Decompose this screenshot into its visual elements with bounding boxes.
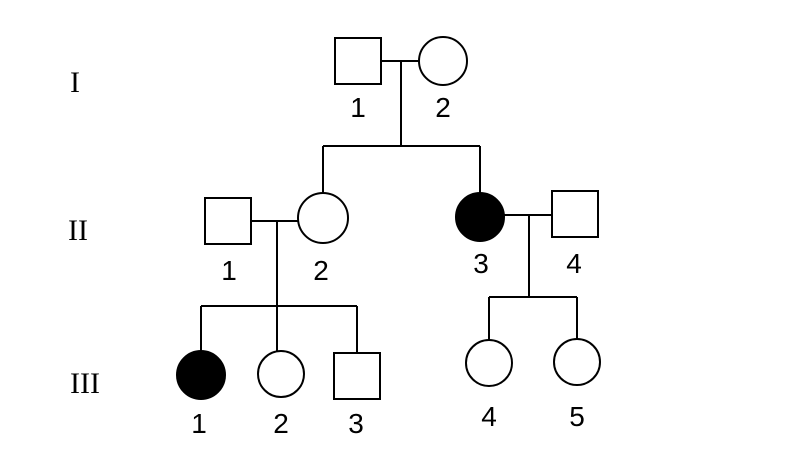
female-symbol-II-3 xyxy=(455,192,505,242)
individual-number-III-2: 2 xyxy=(273,408,289,439)
male-symbol-III-3 xyxy=(333,352,381,400)
individual-number-II-3: 3 xyxy=(473,248,489,279)
female-symbol-III-2 xyxy=(257,350,305,398)
female-symbol-III-1 xyxy=(176,350,226,400)
individual-number-II-2: 2 xyxy=(313,255,329,286)
female-symbol-III-5 xyxy=(553,338,601,386)
generation-label-I: I xyxy=(70,66,80,99)
individual-number-III-5: 5 xyxy=(569,401,585,432)
pedigree-lines xyxy=(200,60,578,353)
male-symbol-II-4 xyxy=(551,190,599,238)
individual-number-III-4: 4 xyxy=(481,401,497,432)
individual-number-III-1: 1 xyxy=(191,408,207,439)
individual-shapes xyxy=(176,36,601,400)
individual-number-II-1: 1 xyxy=(221,255,237,286)
female-symbol-III-4 xyxy=(465,339,513,387)
female-symbol-I-2 xyxy=(418,36,468,86)
generation-label-III: III xyxy=(70,367,100,400)
male-symbol-I-1 xyxy=(334,37,382,85)
individual-number-II-4: 4 xyxy=(566,248,582,279)
individual-number-III-3: 3 xyxy=(348,408,364,439)
generation-label-II: II xyxy=(68,214,88,247)
female-symbol-II-2 xyxy=(297,192,349,244)
individual-number-I-2: 2 xyxy=(435,92,451,123)
male-symbol-II-1 xyxy=(204,197,252,245)
individual-number-I-1: 1 xyxy=(350,92,366,123)
